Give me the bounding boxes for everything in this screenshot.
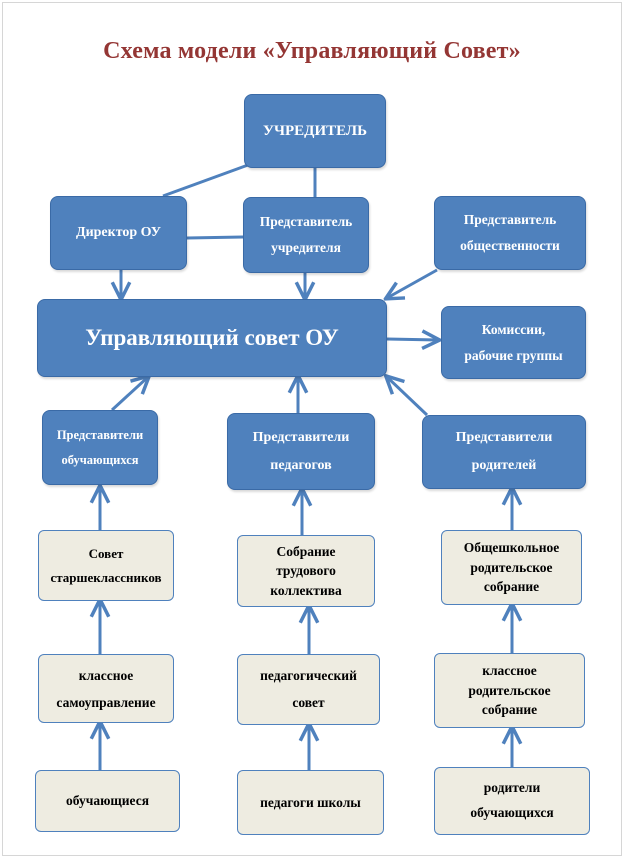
arrow-students-reps-council	[110, 377, 148, 412]
council-box: Управляющий совет ОУ	[37, 299, 387, 377]
students-box: обучающиеся	[35, 770, 180, 832]
teachers-reps-label: Представители педагогов	[252, 429, 350, 473]
founder-label: УЧРЕДИТЕЛЬ	[262, 122, 368, 139]
staff-meeting-label: Собрание трудового коллектива	[270, 543, 342, 598]
ped-council-label: педагогический совет	[260, 668, 357, 710]
class-parent-meeting-box: классное родительское собрание	[434, 653, 585, 728]
founder-rep-label: Представитель учредителя	[259, 214, 353, 255]
school-parent-meeting-label: Общешкольное родительское собрание	[463, 540, 560, 595]
founder-box: УЧРЕДИТЕЛЬ	[244, 94, 386, 168]
school-parent-meeting-box: Общешкольное родительское собрание	[441, 530, 582, 605]
class-selfgov-label: классное самоуправление	[56, 667, 156, 710]
teachers-box: педагоги школы	[237, 770, 384, 835]
line-director-founder-rep	[186, 235, 244, 240]
council-label: Управляющий совет ОУ	[85, 325, 339, 350]
public-rep-label: Представитель общественности	[460, 212, 560, 253]
founder-rep-box: Представитель учредителя	[243, 197, 369, 273]
commissions-box: Комиссии, рабочие группы	[441, 306, 586, 379]
diagram-title: Схема модели «Управляющий Совет»	[103, 38, 521, 64]
students-reps-label: Представители обучающихся	[56, 428, 144, 467]
arrow-public-rep-council	[387, 268, 438, 298]
class-parent-meeting-label: классное родительское собрание	[468, 663, 551, 718]
arrow-parents-reps-council	[387, 377, 429, 417]
parents-label: родители обучающихся	[470, 780, 554, 820]
staff-meeting-box: Собрание трудового коллектива	[237, 535, 375, 607]
students-reps-box: Представители обучающихся	[42, 410, 158, 485]
class-selfgov-box: классное самоуправление	[38, 654, 174, 723]
senior-council-box: Совет старшеклассников	[38, 530, 174, 601]
parents-reps-label: Представители родителей	[455, 430, 553, 473]
line-founder-director	[162, 163, 249, 198]
commissions-label: Комиссии, рабочие группы	[464, 321, 563, 363]
students-label: обучающиеся	[65, 793, 150, 808]
arrow-council-commissions	[386, 339, 438, 340]
parents-reps-box: Представители родителей	[422, 415, 586, 489]
ped-council-box: педагогический совет	[237, 654, 380, 725]
teachers-reps-box: Представители педагогов	[227, 413, 375, 490]
director-label: Директор ОУ	[75, 225, 162, 240]
senior-council-label: Совет старшеклассников	[50, 546, 162, 585]
public-rep-box: Представитель общественности	[434, 196, 586, 270]
teachers-label: педагоги школы	[260, 794, 361, 810]
parents-box: родители обучающихся	[434, 767, 590, 835]
director-box: Директор ОУ	[50, 196, 187, 270]
